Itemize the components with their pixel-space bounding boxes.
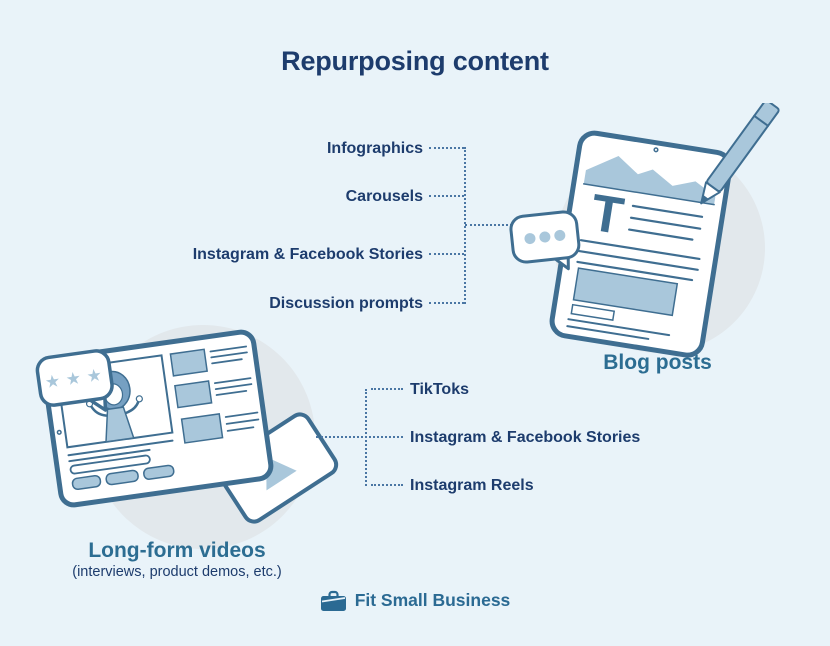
blog-item-discussion-prompts: Discussion prompts bbox=[269, 295, 423, 312]
long-form-videos-subcaption: (interviews, product demos, etc.) bbox=[72, 564, 282, 580]
connector-infographics bbox=[429, 147, 464, 149]
blog-item-carousels: Carousels bbox=[345, 188, 423, 205]
connector-tiktoks bbox=[371, 388, 403, 390]
blog-posts-caption: Blog posts bbox=[603, 351, 712, 374]
image-block bbox=[572, 267, 679, 317]
connector-discussion-prompts bbox=[429, 302, 464, 304]
connector-from-video-tablet bbox=[316, 436, 403, 438]
briefcase-icon bbox=[320, 590, 346, 611]
blog-item-infographics: Infographics bbox=[326, 140, 423, 157]
connector-ig-fb-stories bbox=[429, 253, 464, 255]
long-form-videos-illustration: ★ ★ ★ bbox=[35, 325, 339, 549]
blog-item-ig-fb-stories: Instagram & Facebook Stories bbox=[192, 246, 423, 263]
video-item-instagram-reels: Instagram Reels bbox=[410, 477, 534, 494]
long-form-videos-caption: Long-form videos bbox=[88, 539, 266, 562]
star-icon: ★ bbox=[85, 365, 103, 387]
text-lines bbox=[576, 204, 704, 282]
footer-brand: Fit Small Business bbox=[0, 589, 830, 612]
page-title: Repurposing content bbox=[281, 46, 549, 76]
connector-carousels bbox=[429, 195, 464, 197]
text-lines-bottom bbox=[566, 318, 671, 340]
video-item-tiktoks: TikToks bbox=[410, 381, 469, 398]
connector-to-blog-tablet bbox=[465, 224, 512, 226]
sidebar-thumbnails bbox=[169, 345, 260, 444]
blog-tablet-icon: T bbox=[549, 130, 733, 358]
mountain-image-icon bbox=[583, 156, 716, 205]
camera-dot-icon bbox=[56, 429, 62, 435]
button-block bbox=[570, 303, 616, 322]
star-icon: ★ bbox=[65, 368, 83, 390]
speech-bubble-dots-icon bbox=[509, 210, 581, 271]
pencil-icon bbox=[700, 103, 780, 205]
video-meta-lines bbox=[67, 439, 175, 490]
blog-posts-illustration: T bbox=[509, 103, 780, 358]
connector-instagram-reels bbox=[371, 484, 403, 486]
video-item-ig-fb-stories: Instagram & Facebook Stories bbox=[410, 429, 641, 446]
brand-name: Fit Small Business bbox=[354, 590, 511, 610]
speech-bubble-stars-icon: ★ ★ ★ bbox=[35, 349, 114, 412]
star-icon: ★ bbox=[44, 371, 62, 393]
camera-dot-icon bbox=[653, 147, 659, 153]
